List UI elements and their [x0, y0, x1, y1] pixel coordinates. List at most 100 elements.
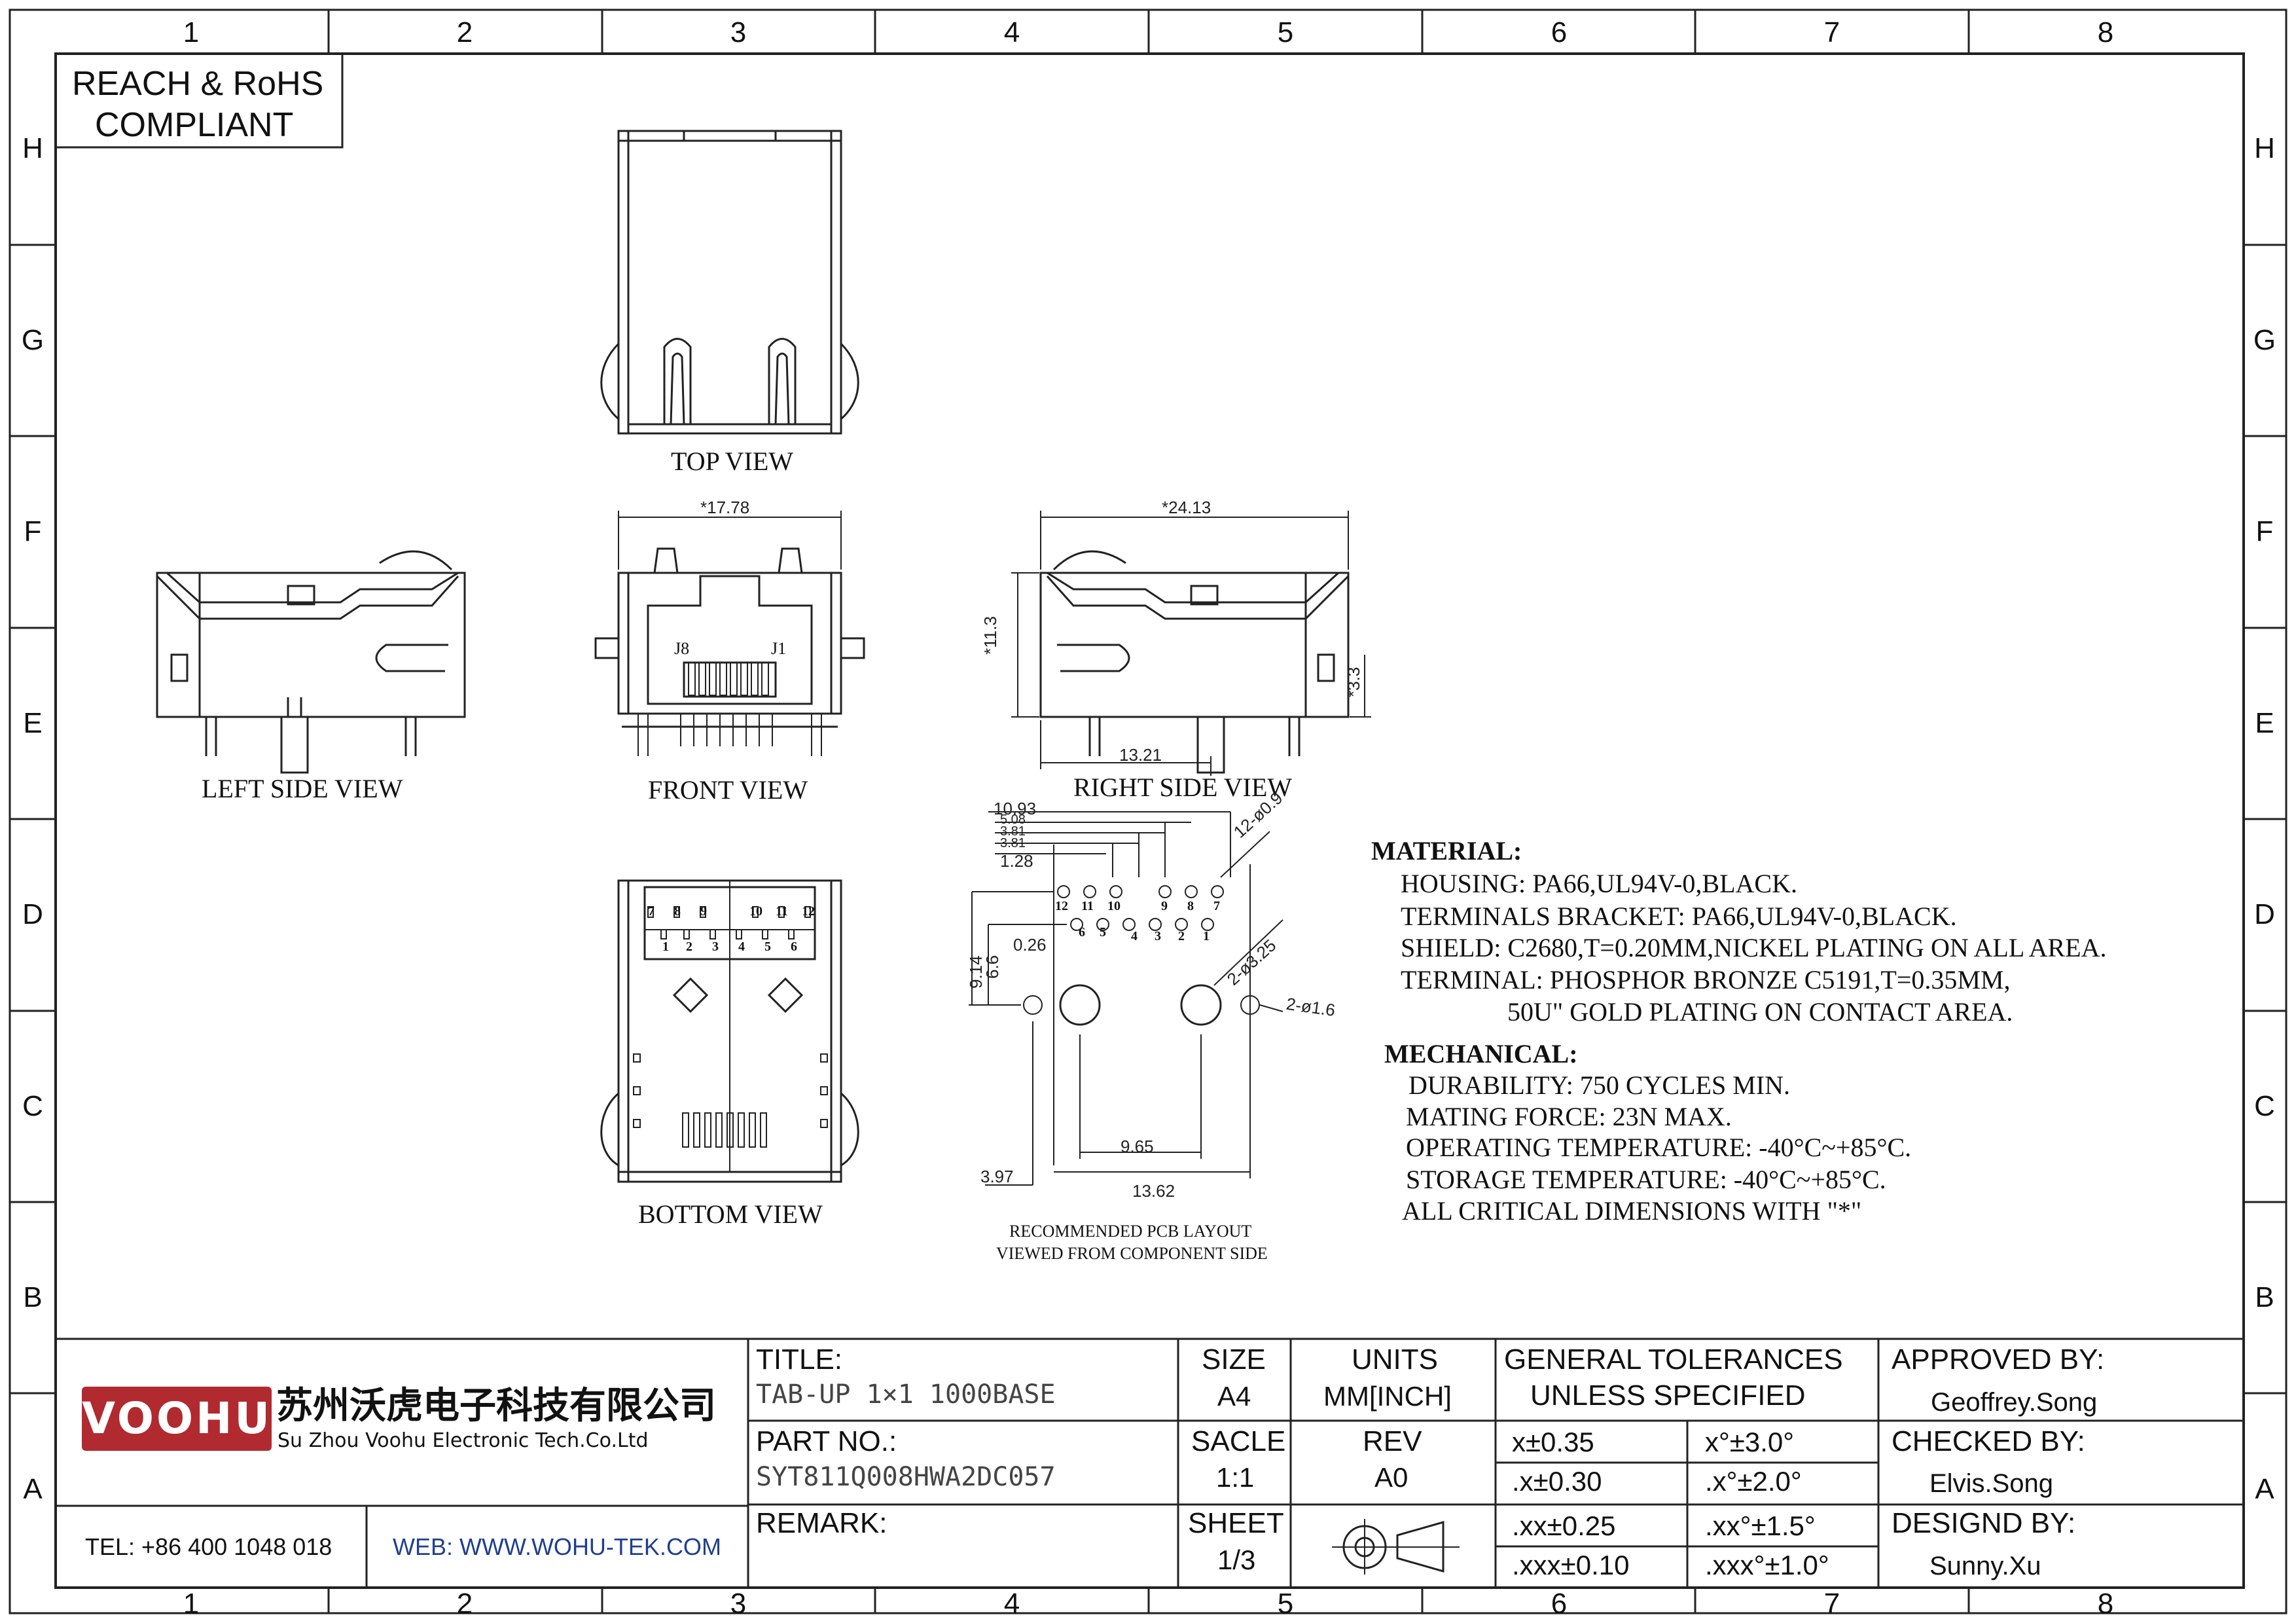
tol-x-angle: x°±3.0° — [1705, 1427, 1795, 1457]
bottom-pin-7: 7 — [648, 904, 655, 919]
col-label-5: 5 — [1277, 16, 1294, 48]
pcb-pin-3: 3 — [1155, 929, 1161, 943]
approved-label: APPROVED BY: — [1892, 1343, 2105, 1376]
col-label-4-bottom: 4 — [1003, 1588, 1020, 1620]
bottom-pin-6: 6 — [791, 939, 797, 954]
dim-pcb-side: 3.97 — [980, 1167, 1014, 1186]
mechanical-critical-note: ALL CRITICAL DIMENSIONS WITH "*" — [1402, 1196, 1862, 1226]
material-terminal: TERMINAL: PHOSPHOR BRONZE C5191,T=0.35MM… — [1401, 965, 2011, 994]
front-view-label: FRONT VIEW — [648, 775, 808, 805]
pcb-layout-drawing — [969, 811, 1283, 1186]
dim-pcb-1: 10.93 — [994, 799, 1037, 818]
remark-label: REMARK: — [756, 1507, 888, 1539]
material-housing: HOUSING: PA66,UL94V-0,BLACK. — [1401, 869, 1797, 898]
units-value: MM[INCH] — [1323, 1381, 1452, 1412]
col-label-1-bottom: 1 — [183, 1588, 200, 1620]
mechanical-storage-temp: STORAGE TEMPERATURE: -40°C~+85°C. — [1406, 1165, 1886, 1194]
dim-pcb-offset: 0.26 — [1013, 935, 1047, 955]
title-label: TITLE: — [756, 1343, 843, 1376]
checked-value: Elvis.Song — [1929, 1469, 2053, 1498]
company-tel: TEL: +86 400 1048 018 — [85, 1533, 332, 1560]
top-view-label: TOP VIEW — [671, 447, 794, 476]
col-label-6: 6 — [1551, 16, 1568, 48]
row-label-f-right: F — [2255, 515, 2274, 547]
company-name-en: Su Zhou Voohu Electronic Tech.Co.Ltd — [278, 1429, 649, 1452]
dim-front-width: *17.78 — [700, 498, 750, 517]
material-heading: MATERIAL: — [1371, 836, 1522, 866]
compliance-line-1: REACH & RoHS — [72, 65, 324, 103]
company-web: WEB: WWW.WOHU-TEK.COM — [393, 1533, 721, 1560]
approved-value: Geoffrey.Song — [1931, 1388, 2098, 1417]
sheet-label: SHEET — [1188, 1507, 1284, 1539]
rev-value: A0 — [1374, 1462, 1408, 1493]
tol-x3-angle: .xxx°±1.0° — [1705, 1550, 1829, 1580]
scale-value: 1:1 — [1216, 1462, 1255, 1493]
dim-pcb-4: 3.81 — [1000, 836, 1026, 850]
pcb-pin-10: 10 — [1107, 899, 1121, 913]
checked-label: CHECKED BY: — [1892, 1425, 2085, 1457]
mechanical-operating-temp: OPERATING TEMPERATURE: -40°C~+85°C. — [1406, 1133, 1912, 1162]
bottom-pin-3: 3 — [712, 939, 719, 954]
top-view-drawing — [600, 130, 859, 435]
col-label-5-bottom: 5 — [1277, 1588, 1294, 1620]
pcb-layout-label-2: VIEWED FROM COMPONENT SIDE — [996, 1244, 1268, 1263]
col-label-3: 3 — [730, 16, 747, 48]
column-ticks — [327, 10, 1970, 1613]
title-value: TAB-UP 1×1 1000BASE — [756, 1379, 1056, 1410]
company-name-cn: 苏州沃虎电子科技有限公司 — [276, 1385, 716, 1427]
scale-label: SACLE — [1191, 1425, 1286, 1457]
tolerance-heading-1: GENERAL TOLERANCES — [1504, 1343, 1843, 1376]
row-ticks — [10, 244, 2286, 1395]
title-block-lines — [56, 1338, 2244, 1588]
right-side-view-label: RIGHT SIDE VIEW — [1073, 773, 1293, 802]
tol-x: x±0.35 — [1512, 1427, 1594, 1457]
col-label-6-bottom: 6 — [1551, 1588, 1568, 1620]
units-label: UNITS — [1352, 1343, 1438, 1376]
pcb-pin-2: 2 — [1178, 929, 1185, 943]
col-label-3-bottom: 3 — [730, 1588, 747, 1620]
row-label-h: H — [22, 132, 43, 164]
dim-right-peg: *3.3 — [1344, 666, 1363, 697]
bottom-view-label: BOTTOM VIEW — [638, 1199, 823, 1229]
tolerance-heading-2: UNLESS SPECIFIED — [1530, 1379, 1806, 1412]
tol-x2: .xx±0.25 — [1512, 1510, 1616, 1541]
pcb-pin-7: 7 — [1213, 899, 1220, 913]
part-no-value: SYT811Q008HWA2DC057 — [756, 1462, 1056, 1492]
tol-x1: .x±0.30 — [1512, 1466, 1602, 1497]
size-value: A4 — [1217, 1381, 1251, 1412]
row-label-h-right: H — [2254, 132, 2275, 164]
compliance-box — [54, 52, 344, 149]
row-label-e: E — [23, 707, 43, 739]
left-side-view-label: LEFT SIDE VIEW — [202, 774, 403, 803]
bottom-pin-1: 1 — [662, 939, 669, 954]
row-label-a: A — [23, 1473, 43, 1505]
col-label-2: 2 — [456, 16, 473, 48]
material-terminal-plating: 50U" GOLD PLATING ON CONTACT AREA. — [1507, 997, 2013, 1027]
row-label-c-right: C — [2254, 1090, 2275, 1122]
material-shield: SHIELD: C2680,T=0.20MM,NICKEL PLATING ON… — [1401, 933, 2107, 962]
col-label-7-bottom: 7 — [1823, 1588, 1840, 1620]
front-pin-j1: J1 — [771, 639, 787, 658]
col-label-8-bottom: 8 — [2097, 1588, 2114, 1620]
tol-x3: .xxx±0.10 — [1512, 1550, 1630, 1580]
bottom-pin-10: 10 — [749, 904, 762, 919]
dim-right-width: *24.13 — [1162, 498, 1211, 517]
mechanical-mating-force: MATING FORCE: 23N MAX. — [1406, 1102, 1732, 1131]
bottom-pin-11: 11 — [776, 904, 788, 919]
size-label: SIZE — [1202, 1343, 1266, 1376]
col-label-8: 8 — [2097, 16, 2114, 48]
mechanical-durability: DURABILITY: 750 CYCLES MIN. — [1408, 1070, 1790, 1100]
row-label-b-right: B — [2255, 1281, 2274, 1313]
bottom-view-drawing — [600, 879, 859, 1183]
row-label-a-right: A — [2255, 1473, 2274, 1505]
dim-pcb-3: 3.81 — [1000, 824, 1026, 839]
tol-x2-angle: .xx°±1.5° — [1705, 1510, 1816, 1541]
dim-right-height: *11.3 — [980, 616, 1000, 655]
row-label-d-right: D — [2254, 898, 2275, 930]
designed-value: Sunny.Xu — [1929, 1552, 2041, 1580]
rev-label: REV — [1363, 1425, 1422, 1457]
tol-x1-angle: .x°±2.0° — [1705, 1466, 1802, 1497]
row-label-g: G — [21, 324, 45, 356]
part-no-label: PART NO.: — [756, 1425, 897, 1457]
right-side-view-drawing — [1011, 511, 1371, 776]
